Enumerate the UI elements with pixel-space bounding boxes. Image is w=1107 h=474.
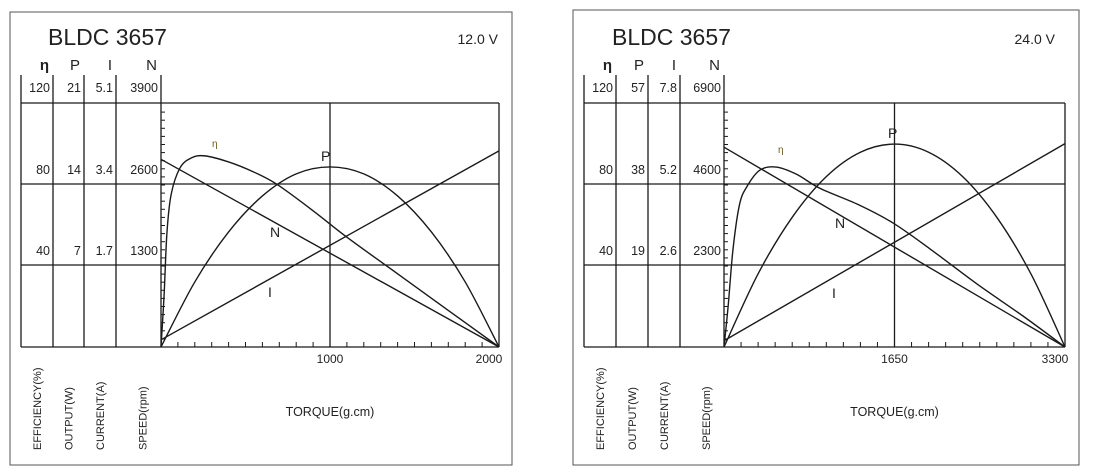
y-tick-label: 40 [36,244,50,258]
series-label-p: P [888,125,897,141]
series-label-eta: η [212,139,218,150]
panel-border [9,11,513,466]
axis-header-eta: η [603,57,612,74]
chart-title: BLDC 3657 [48,24,167,50]
voltage-label: 24.0 V [1015,31,1056,47]
series-line-eta [723,166,1066,348]
series-label-eta: η [778,145,784,156]
x-axis-label: TORQUE(g.cm) [850,405,939,419]
series-line-p [160,166,500,348]
y-tick-label: 1.7 [96,244,113,258]
y-tick-label: 3900 [130,81,158,95]
y-tick-label: 7.8 [660,81,677,95]
x-tick-label: 1650 [881,352,908,366]
y-tick-label: 2.6 [660,244,677,258]
y-tick-label: 6900 [693,81,721,95]
chart-title: BLDC 3657 [612,24,731,50]
y-tick-label: 38 [631,163,645,177]
series-label-i: I [832,285,836,301]
axis-name-label: CURRENT(A) [659,382,671,450]
y-tick-label: 5.1 [96,81,113,95]
panel-border [572,9,1080,466]
series-label-i: I [268,284,272,300]
series-line-n [160,158,500,348]
series-label-p: P [321,148,330,164]
series-line-i [160,150,500,341]
y-tick-label: 80 [599,163,613,177]
x-axis-label: TORQUE(g.cm) [286,405,375,419]
y-tick-label: 80 [36,163,50,177]
axis-header-i: I [108,57,112,74]
series-line-i [723,143,1066,342]
y-tick-label: 3.4 [96,163,113,177]
y-tick-label: 7 [74,244,81,258]
y-tick-label: 4600 [693,163,721,177]
axis-name-label: OUTPUT(W) [627,387,639,450]
y-tick-label: 2600 [130,163,158,177]
y-tick-label: 1300 [130,244,158,258]
x-tick-label: 2000 [476,352,503,366]
voltage-label: 12.0 V [458,31,499,47]
axis-name-label: CURRENT(A) [95,382,107,450]
y-tick-label: 5.2 [660,163,677,177]
axis-name-label: SPEED(rpm) [701,386,713,450]
y-tick-label: 120 [29,81,50,95]
y-tick-label: 2300 [693,244,721,258]
x-tick-label: 3300 [1042,352,1069,366]
axis-name-label: EFFICIENCY(%) [595,368,607,451]
series-line-eta [160,154,500,348]
y-tick-label: 19 [631,244,645,258]
axis-name-label: SPEED(rpm) [138,386,150,450]
series-line-p [723,143,1066,348]
axis-header-eta: η [40,57,49,74]
y-tick-label: 21 [67,81,81,95]
axis-name-label: OUTPUT(W) [64,387,76,450]
axis-header-n: N [709,57,720,74]
axis-header-p: P [70,57,80,74]
y-tick-label: 120 [592,81,613,95]
series-label-n: N [270,224,280,240]
axis-name-label: EFFICIENCY(%) [32,368,44,451]
y-tick-label: 14 [67,163,81,177]
axis-header-p: P [634,57,644,74]
series-line-n [723,146,1066,348]
axis-header-i: I [672,57,676,74]
x-tick-label: 1000 [317,352,344,366]
y-tick-label: 57 [631,81,645,95]
y-tick-label: 40 [599,244,613,258]
series-label-n: N [835,215,845,231]
axis-header-n: N [146,57,157,74]
